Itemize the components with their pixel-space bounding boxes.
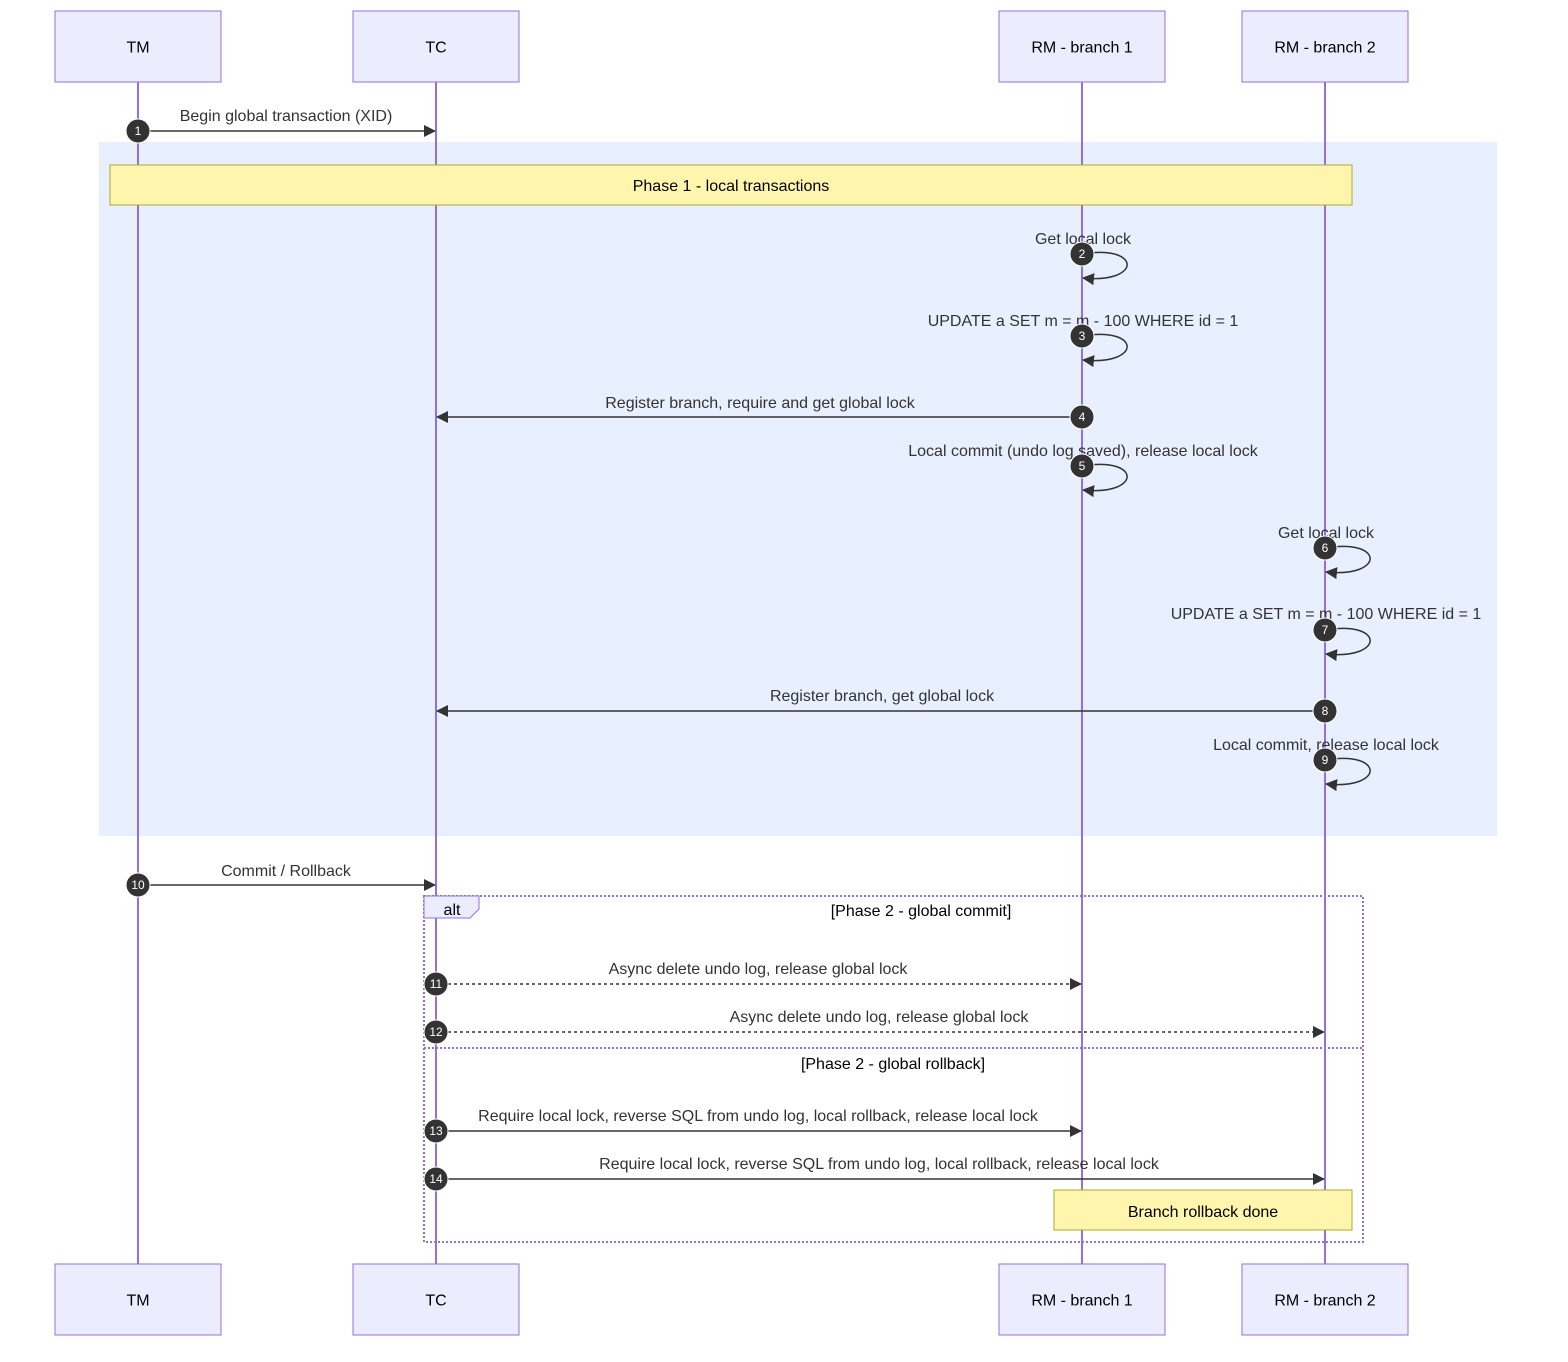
actor-label: RM - branch 1 [1031, 1293, 1132, 1310]
message-label: Local commit (undo log saved), release l… [908, 443, 1259, 460]
message-label: Commit / Rollback [221, 863, 352, 880]
sequence-number: 10 [131, 878, 145, 892]
actor-label: TC [425, 1293, 446, 1310]
sequence-number: 1 [135, 124, 142, 138]
sequence-number-badge [423, 1019, 449, 1045]
sequence-number-badge [125, 872, 151, 898]
sequence-number-badge [1312, 617, 1338, 643]
lifelines [137, 82, 1326, 1264]
actor-top-tm: TM [54, 10, 222, 83]
actor-top-rm-branch-2: RM - branch 2 [1241, 10, 1409, 83]
rollback-done-note: Branch rollback done [1053, 1189, 1353, 1231]
actor-label: TM [126, 1293, 149, 1310]
phase-1-note: Phase 1 - local transactions [109, 164, 1353, 206]
sequence-number: 7 [1322, 623, 1329, 637]
message-label: Register branch, require and get global … [605, 395, 916, 412]
alt-label: alt [444, 902, 461, 919]
rollback-done-note-text: Branch rollback done [1128, 1204, 1278, 1221]
message-self-arrow [1081, 333, 1128, 368]
message-self-arrow [1324, 757, 1371, 792]
sequence-number-badge [1069, 241, 1095, 267]
sequence-number: 12 [429, 1025, 443, 1039]
message-self-arrow [1324, 545, 1371, 580]
actor-label: RM - branch 2 [1274, 40, 1375, 57]
sequence-number: 8 [1322, 704, 1329, 718]
actor-top-tc: TC [352, 10, 520, 83]
actor-bottom-tm: TM [54, 1263, 222, 1336]
actor-bottom-rm-branch-1: RM - branch 1 [998, 1263, 1166, 1336]
message-label: Require local lock, reverse SQL from und… [599, 1156, 1160, 1173]
message-self-arrow [1081, 463, 1128, 498]
alt-frame: alt [Phase 2 - global commit] [Phase 2 -… [423, 895, 1364, 1243]
message-self-arrow [1324, 627, 1371, 662]
message-label: Get local lock [1278, 525, 1375, 542]
sequence-number-badge [423, 1118, 449, 1144]
alt-section-commit: [Phase 2 - global commit] [831, 903, 1012, 920]
message-8: Register branch, get global lock 8 [436, 688, 1338, 724]
sequence-number: 3 [1079, 329, 1086, 343]
message-7: UPDATE a SET m = m - 100 WHERE id = 17 [1171, 606, 1482, 662]
phase-1-region [99, 142, 1497, 836]
sequence-number-badge [1069, 323, 1095, 349]
sequence-number: 14 [429, 1172, 443, 1186]
actor-label: RM - branch 1 [1031, 40, 1132, 57]
message-label: Require local lock, reverse SQL from und… [478, 1108, 1039, 1125]
sequence-number: 11 [430, 977, 443, 991]
actor-bottom-tc: TC [352, 1263, 520, 1336]
message-1: Begin global transaction (XID) 1 [125, 108, 436, 144]
actor-label: TC [425, 40, 446, 57]
message-label: Get local lock [1035, 231, 1132, 248]
sequence-number-badge [1312, 698, 1338, 724]
actor-bottom-rm-branch-2: RM - branch 2 [1241, 1263, 1409, 1336]
sequence-number: 2 [1079, 247, 1086, 261]
message-label: Begin global transaction (XID) [180, 108, 393, 125]
sequence-number: 13 [429, 1124, 443, 1138]
sequence-number-badge [1312, 535, 1338, 561]
sequence-number-badge [423, 1166, 449, 1192]
message-13: Require local lock, reverse SQL from und… [423, 1108, 1082, 1144]
sequence-number: 5 [1079, 459, 1086, 473]
sequence-number-badge [1312, 747, 1338, 773]
sequence-number-badge [125, 118, 151, 144]
actor-top-rm-branch-1: RM - branch 1 [998, 10, 1166, 83]
sequence-number: 4 [1079, 410, 1086, 424]
message-label: Async delete undo log, release global lo… [730, 1009, 1030, 1026]
actor-label: TM [126, 40, 149, 57]
phase-1-note-text: Phase 1 - local transactions [633, 178, 830, 195]
message-label: UPDATE a SET m = m - 100 WHERE id = 1 [928, 313, 1239, 330]
message-self-arrow [1081, 251, 1128, 286]
sequence-number: 6 [1322, 541, 1329, 555]
actors: TM TC RM - branch 1 RM - branch 2 TM TC RM - b… [54, 10, 1409, 1336]
sequence-number-badge [1069, 404, 1095, 430]
message-label: UPDATE a SET m = m - 100 WHERE id = 1 [1171, 606, 1482, 623]
message-label: Async delete undo log, release global lo… [609, 961, 909, 978]
sequence-number: 9 [1322, 753, 1329, 767]
message-12: Async delete undo log, release global lo… [423, 1009, 1325, 1045]
message-10: Commit / Rollback 10 [125, 863, 436, 898]
message-11: Async delete undo log, release global lo… [423, 961, 1082, 997]
message-label: Local commit, release local lock [1213, 737, 1440, 754]
message-3: UPDATE a SET m = m - 100 WHERE id = 13 [928, 313, 1239, 368]
sequence-number-badge [423, 971, 449, 997]
message-4: Register branch, require and get global … [436, 395, 1095, 430]
message-14: Require local lock, reverse SQL from und… [423, 1156, 1325, 1192]
actor-label: RM - branch 2 [1274, 1293, 1375, 1310]
message-5: Local commit (undo log saved), release l… [908, 443, 1259, 498]
alt-section-rollback: [Phase 2 - global rollback] [801, 1056, 985, 1073]
sequence-number-badge [1069, 453, 1095, 479]
message-label: Register branch, get global lock [770, 688, 995, 705]
